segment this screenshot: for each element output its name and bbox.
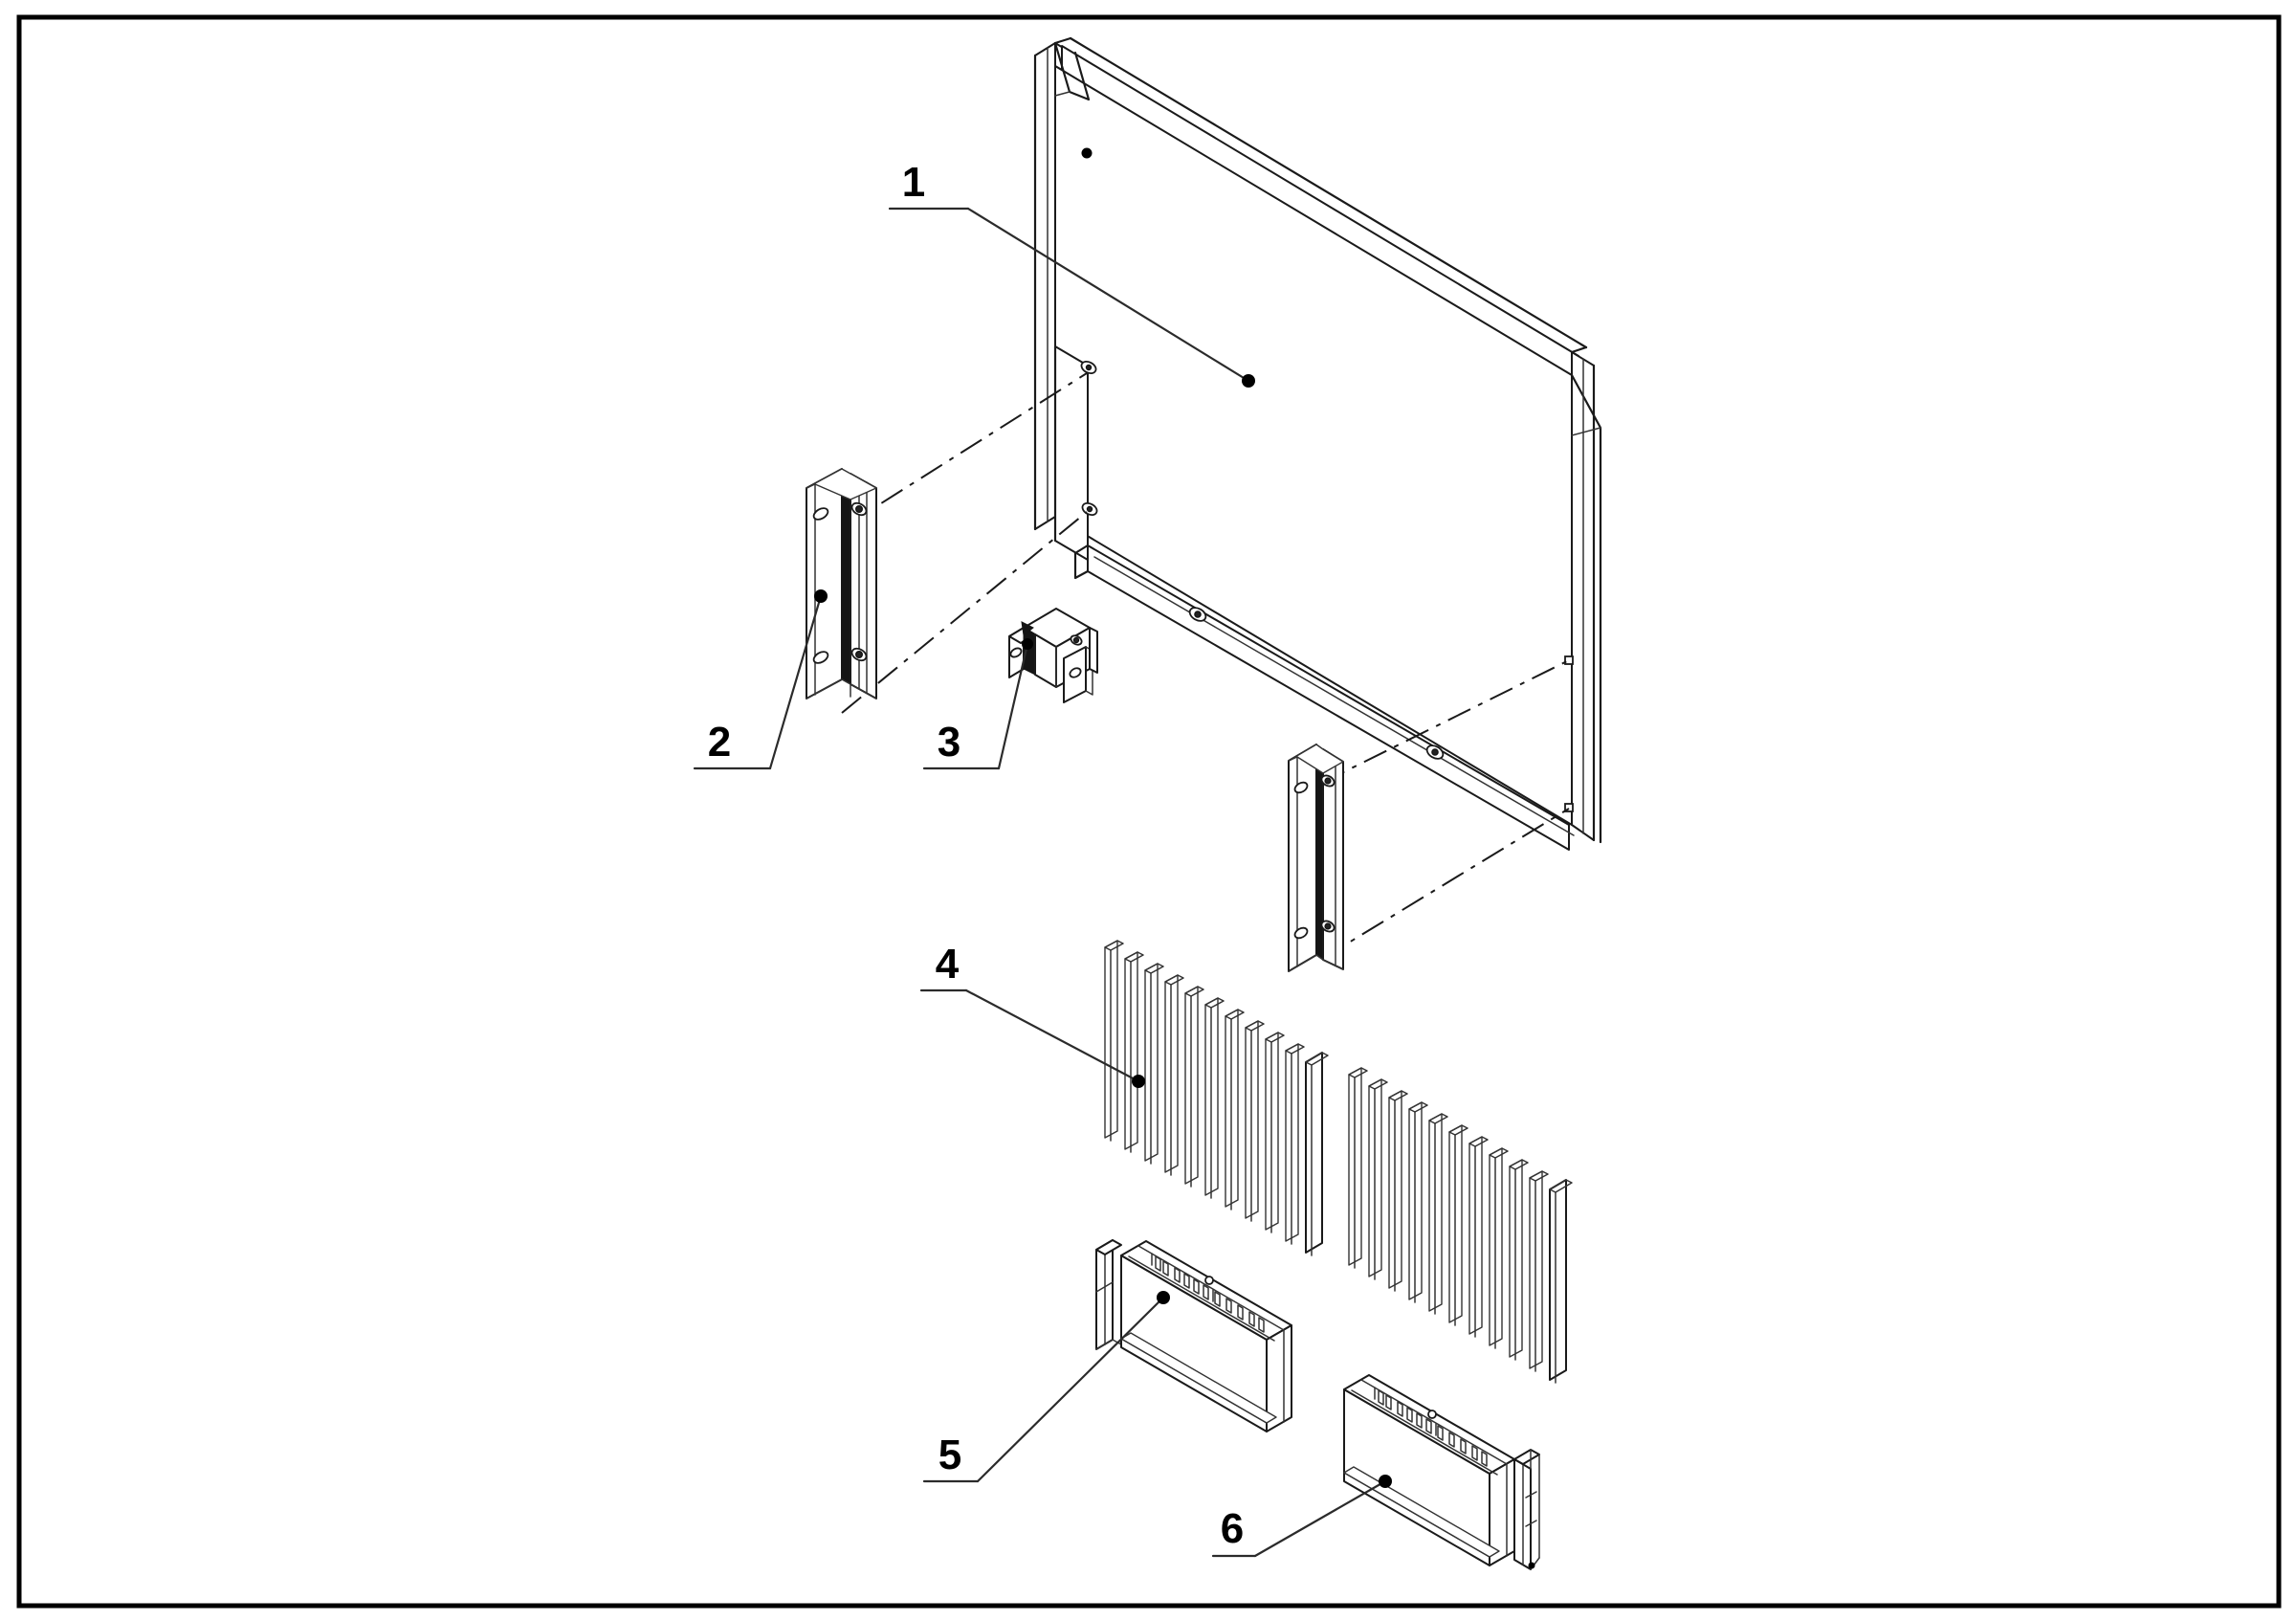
callout-number-6[interactable]: 6 <box>1221 1505 1244 1552</box>
callout-leader-3 <box>922 638 1033 770</box>
callout-leader-4 <box>919 988 1145 1088</box>
callout-number-3[interactable]: 3 <box>938 719 960 766</box>
callout-leaders <box>693 207 1392 1558</box>
callout-leader-6 <box>1211 1475 1392 1558</box>
callout-number-1[interactable]: 1 <box>902 159 925 206</box>
callout-number-5[interactable]: 5 <box>938 1432 961 1478</box>
callout-number-4[interactable]: 4 <box>936 941 960 988</box>
assembly-centerlines <box>841 372 1570 960</box>
drawing-frame <box>16 14 2282 1609</box>
part-rear-panel <box>1033 36 1602 851</box>
callout-leader-2 <box>693 589 828 770</box>
callout-number-2[interactable]: 2 <box>708 719 731 766</box>
part-angle-bracket-right <box>1288 744 1344 972</box>
part-fin-stack-right <box>1348 1067 1573 1384</box>
part-fin-stack-left <box>1104 940 1329 1256</box>
callout-leader-1 <box>888 207 1255 388</box>
callout-leader-5 <box>922 1291 1170 1483</box>
part-u-channel-bracket <box>1008 608 1098 703</box>
part-manifold-box-right <box>1343 1374 1540 1570</box>
part-angle-bracket-left <box>806 468 877 699</box>
